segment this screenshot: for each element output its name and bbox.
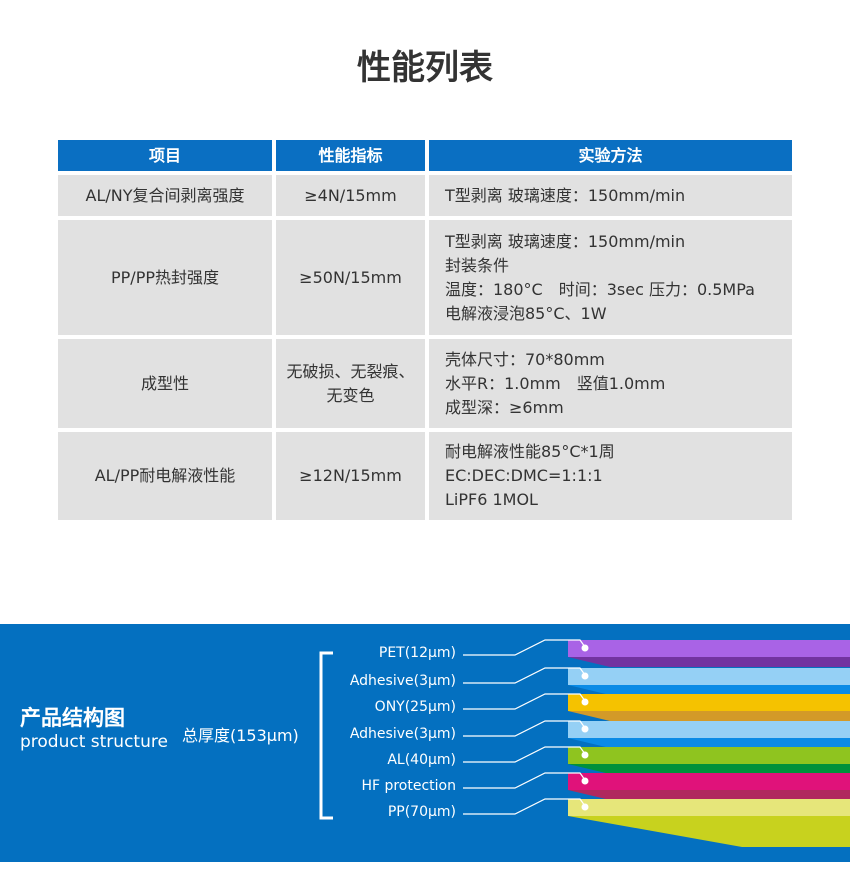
layer-dot — [581, 803, 589, 811]
layer-side — [568, 711, 850, 721]
page-title: 性能列表 — [357, 48, 493, 88]
method-line: LiPF6 1MOL — [445, 490, 538, 509]
leader-line — [463, 639, 586, 656]
method-line: T型剥离 玻璃速度：150mm/min — [445, 185, 686, 205]
header-method: 实验方法 — [429, 140, 792, 171]
layer-dot — [581, 777, 589, 785]
method-line: 壳体尺寸：70*80mm — [445, 349, 605, 369]
header-value: 性能指标 — [276, 140, 425, 171]
method-line: 水平R：1.0mm 竖值1.0mm — [445, 373, 666, 393]
method-line: 温度：180°C 时间：3sec 压力：0.5MPa — [445, 279, 755, 299]
structure-title-cn: 产品结构图 — [20, 706, 125, 730]
cell-value: ≥50N/15mm — [276, 220, 425, 335]
layer-dot — [581, 725, 589, 733]
method-line: T型剥离 玻璃速度：150mm/min — [445, 231, 686, 251]
layer-dot — [581, 672, 589, 680]
method-line: EC:DEC:DMC=1:1:1 — [445, 466, 603, 485]
layer-side — [568, 790, 850, 800]
cell-method: T型剥离 玻璃速度：150mm/min 封装条件温度：180°C 时间：3sec … — [429, 220, 792, 335]
layer-label: PET(12μm) — [378, 645, 456, 661]
header-item: 项目 — [58, 140, 272, 171]
layer-label: ONY(25μm) — [374, 699, 456, 715]
method-line: 电解液浸泡85°C、1W — [445, 303, 607, 323]
layer-band — [568, 668, 850, 685]
method-line: 耐电解液性能85°C*1周 — [445, 442, 615, 461]
cell-item: 成型性 — [58, 339, 272, 428]
layer-dot — [581, 751, 589, 759]
layer-side — [568, 816, 850, 847]
layer-band — [568, 799, 850, 816]
method-line: 成型深：≥6mm — [445, 397, 564, 417]
layer-label: PP(70μm) — [387, 804, 456, 820]
layer-band — [568, 747, 850, 764]
layer-side — [568, 657, 850, 667]
leader-line — [463, 772, 586, 789]
layer-label: AL(40μm) — [387, 752, 456, 768]
layer-dot — [581, 698, 589, 706]
cell-value: 无破损、无裂痕、无变色 — [276, 339, 425, 428]
layer-label: Adhesive(3μm) — [349, 673, 456, 689]
cell-item: AL/NY复合间剥离强度 — [58, 175, 272, 216]
cell-item: PP/PP热封强度 — [58, 220, 272, 335]
layer-label: Adhesive(3μm) — [349, 726, 456, 742]
layer-side — [568, 738, 850, 748]
cell-value: ≥4N/15mm — [276, 175, 425, 216]
leader-line — [463, 746, 586, 763]
cell-method: T型剥离 玻璃速度：150mm/min — [429, 175, 792, 216]
leader-line — [463, 798, 586, 815]
total-thickness: 总厚度(153μm) — [182, 726, 299, 745]
cell-method: 壳体尺寸：70*80mm 水平R：1.0mm 竖值1.0mm 成型深：≥6mm — [429, 339, 792, 428]
layer-band — [568, 773, 850, 790]
leader-line — [463, 720, 586, 737]
layer-band — [568, 721, 850, 738]
leader-line — [463, 693, 586, 710]
method-line: 封装条件 — [445, 255, 510, 275]
layer-side — [568, 764, 850, 774]
cell-item: AL/PP耐电解液性能 — [58, 432, 272, 520]
layer-band — [568, 640, 850, 657]
cell-value: ≥12N/15mm — [276, 432, 425, 520]
bracket — [319, 651, 333, 820]
layer-band — [568, 694, 850, 711]
layer-side — [568, 685, 850, 695]
leader-line — [463, 667, 586, 684]
structure-title-en: product structure — [20, 732, 168, 752]
layer-dot — [581, 644, 589, 652]
layer-label: HF protection — [361, 778, 456, 794]
